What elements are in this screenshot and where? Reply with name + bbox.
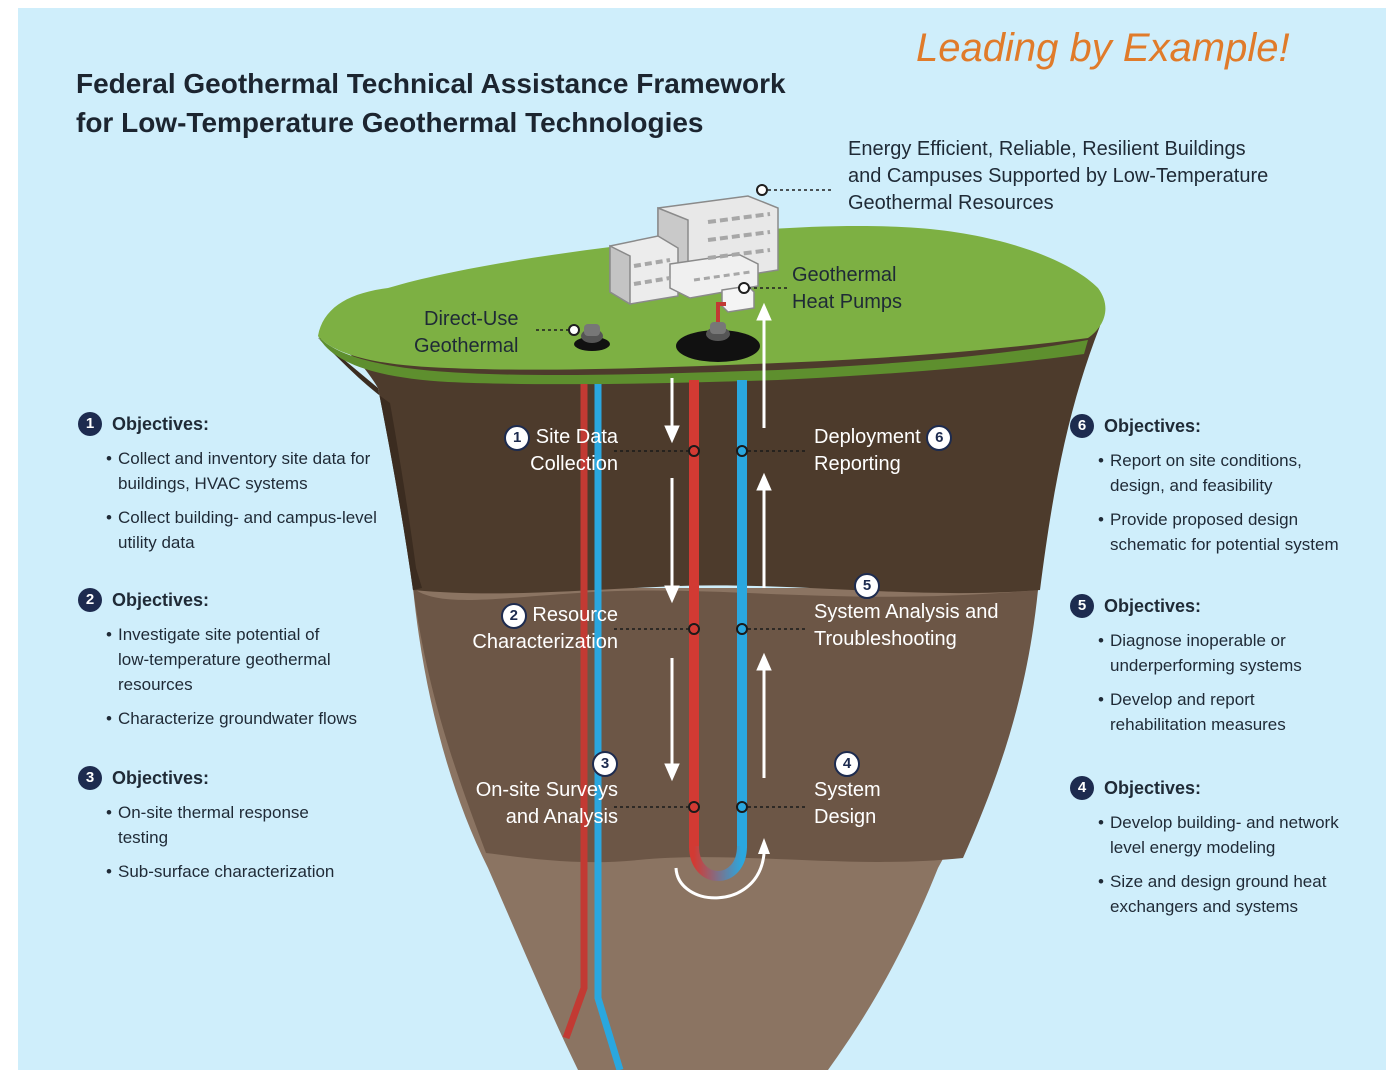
leader-lines — [536, 189, 834, 331]
objective-item: Characterize groundwater flows — [106, 706, 388, 731]
bottom-flow-arrow — [674, 853, 766, 900]
stage-6-label: Deployment 6 Reporting — [814, 424, 994, 478]
objectives-block-6: 6 Objectives: Report on site conditions, … — [1070, 414, 1380, 566]
upward-flow-arrows — [756, 302, 772, 778]
heat-pump-connector — [716, 302, 726, 322]
objective-item: Provide proposed design schematic for po… — [1098, 507, 1370, 557]
stage-1-number: 1 — [504, 424, 531, 451]
objectives-block-1: 1 Objectives: Collect and inventory site … — [78, 412, 388, 564]
pipe-markers — [568, 184, 768, 813]
soil-top-edge — [318, 338, 422, 590]
diagram-frame: Leading by Example! Federal Geothermal T… — [18, 8, 1386, 1070]
objective-item: Collect building- and campus-level utili… — [106, 505, 388, 555]
objectives-1-number: 1 — [78, 412, 102, 436]
stage-3-number: 3 — [592, 750, 618, 777]
grass-shadow — [318, 336, 1088, 385]
objectives-4-number: 4 — [1070, 776, 1094, 800]
direct-use-label: Direct-Use Geothermal — [414, 306, 519, 360]
stage-4-line: System — [814, 779, 881, 801]
direct-use-hot-pipe — [562, 384, 588, 1040]
soil-top-layer — [318, 326, 1100, 594]
diagram-title: Federal Geothermal Technical Assistance … — [76, 64, 836, 142]
objectives-block-4: 4 Objectives: Develop building- and netwo… — [1070, 776, 1380, 928]
objectives-4-heading: Objectives: — [1104, 778, 1202, 798]
objective-item: Report on site conditions, design, and f… — [1098, 448, 1330, 498]
direct-use-line: Direct-Use — [424, 308, 519, 330]
downward-flow-arrows — [664, 378, 680, 782]
heat-pumps-label: Geothermal Heat Pumps — [792, 262, 902, 316]
tagline: Leading by Example! — [916, 26, 1290, 70]
direct-use-line: Geothermal — [414, 335, 519, 357]
stage-1-line: Site Data — [535, 426, 618, 448]
stage-1-line: Collection — [530, 453, 618, 475]
heat-pumps-line: Heat Pumps — [792, 291, 903, 313]
objectives-block-5: 5 Objectives: Diagnose inoperable or unde… — [1070, 594, 1380, 746]
stage-6-line: Reporting — [814, 453, 901, 475]
ground-loop-field — [676, 330, 760, 362]
objectives-5-heading: Objectives: — [1104, 596, 1202, 616]
objective-item: Investigate site potential of low-temper… — [106, 622, 346, 697]
objective-item: Sub-surface characterization — [106, 859, 388, 884]
loop-u-bend — [689, 845, 747, 881]
title-line-2: for Low-Temperature Geothermal Technolog… — [76, 107, 704, 138]
direct-use-cold-pipe — [594, 384, 624, 1070]
objective-item: Develop and report rehabilitation measur… — [1098, 687, 1320, 737]
stage-5-label: 5 System Analysis and Troubleshooting — [814, 572, 1034, 653]
heat-pumps-line: Geothermal — [792, 264, 897, 286]
stage-4-label: 4 System Design — [814, 750, 954, 831]
stage-2-line: Resource — [532, 604, 618, 626]
stage-1-label: 1 Site Data Collection — [458, 424, 618, 478]
building-caption-line: and Campuses Supported by Low-Temperatur… — [848, 165, 1269, 187]
title-line-1: Federal Geothermal Technical Assistance … — [76, 68, 786, 99]
stage-4-line: Design — [814, 806, 877, 828]
objectives-3-number: 3 — [78, 766, 102, 790]
stage-2-label: 2 Resource Characterization — [438, 602, 618, 656]
direct-use-wellhead — [574, 324, 610, 351]
stage-6-number: 6 — [926, 424, 953, 451]
stage-4-number: 4 — [834, 750, 860, 777]
stage-5-line: Troubleshooting — [814, 628, 957, 650]
objective-item: On-site thermal response testing — [106, 800, 318, 850]
soil-middle-layer — [413, 588, 1038, 863]
objective-item: Develop building- and network level ener… — [1098, 810, 1374, 860]
stage-2-line: Characterization — [472, 631, 618, 653]
campus-building — [609, 195, 779, 306]
objectives-2-heading: Objectives: — [112, 590, 210, 610]
grass-surface — [318, 226, 1106, 370]
objective-item: Size and design ground heat exchangers a… — [1098, 869, 1350, 919]
objectives-3-heading: Objectives: — [112, 768, 210, 788]
objectives-2-number: 2 — [78, 588, 102, 612]
objectives-block-3: 3 Objectives: On-site thermal response te… — [78, 766, 388, 893]
building-caption: Energy Efficient, Reliable, Resilient Bu… — [848, 136, 1308, 217]
objectives-1-heading: Objectives: — [112, 414, 210, 434]
objectives-6-number: 6 — [1070, 414, 1094, 438]
stage-5-number: 5 — [854, 572, 880, 599]
loop-wellhead — [706, 322, 730, 341]
objectives-6-heading: Objectives: — [1104, 416, 1202, 436]
objective-item: Diagnose inoperable or underperforming s… — [1098, 628, 1330, 678]
diagram-artwork — [318, 184, 1106, 1070]
objectives-block-2: 2 Objectives: Investigate site potential … — [78, 588, 388, 740]
stage-leader-lines — [614, 450, 808, 808]
stage-3-line: On-site Surveys — [475, 779, 618, 801]
building-caption-line: Geothermal Resources — [848, 192, 1054, 214]
stage-6-line: Deployment — [814, 426, 921, 448]
objective-item: Collect and inventory site data for buil… — [106, 446, 388, 496]
building-caption-line: Energy Efficient, Reliable, Resilient Bu… — [848, 138, 1246, 160]
stage-3-line: and Analysis — [505, 806, 618, 828]
objectives-5-number: 5 — [1070, 594, 1094, 618]
stage-2-number: 2 — [500, 602, 527, 629]
stage-3-label: 3 On-site Surveys and Analysis — [448, 750, 618, 831]
stage-5-line: System Analysis and — [814, 601, 999, 623]
